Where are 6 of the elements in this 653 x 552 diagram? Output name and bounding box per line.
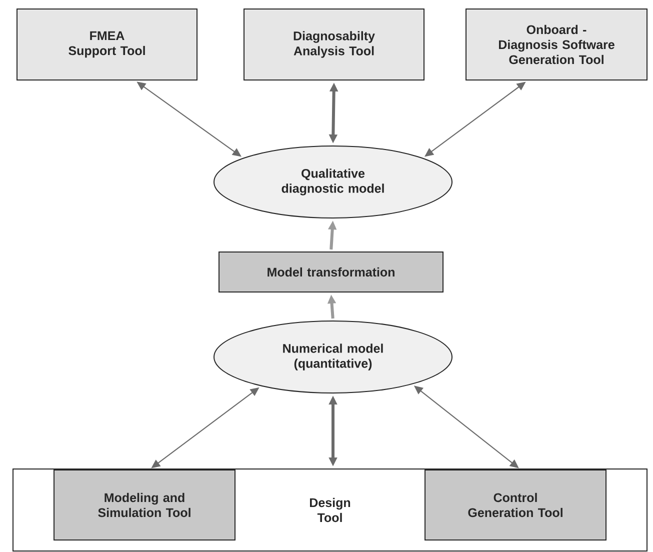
process-box: Model transformation: [218, 252, 444, 292]
tool-box: FMEA Support Tool: [16, 8, 198, 80]
tool-box: Onboard - Diagnosis Software Generation Tool: [466, 8, 648, 80]
tool-box: Control Generation Tool: [424, 470, 606, 540]
tool-box: Diagnosabilty Analysis Tool: [244, 8, 424, 80]
tool-box: Modeling and Simulation Tool: [54, 470, 236, 540]
